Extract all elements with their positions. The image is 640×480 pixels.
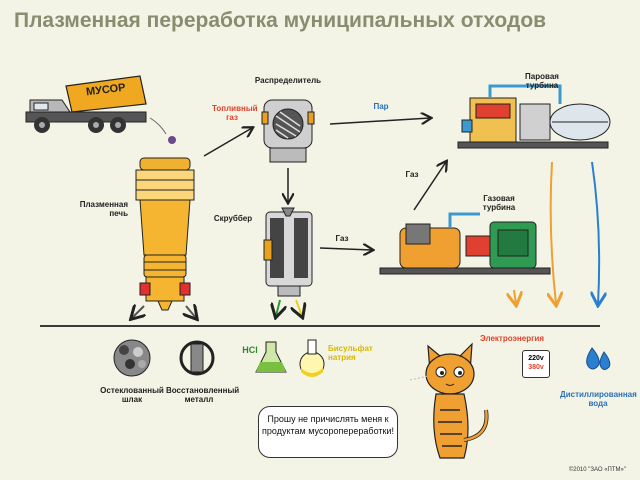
falling-garbage-icon <box>149 117 176 144</box>
gas-turbine-label: Газовая турбина <box>482 194 516 212</box>
distributor-label: Распределитель <box>254 76 322 85</box>
metal-label: Восстановленный металл <box>166 386 240 404</box>
slag-label: Остеклованный шлак <box>100 386 164 404</box>
scrubber-label: Скруббер <box>213 214 253 223</box>
distributor-icon <box>261 99 315 163</box>
divider-line <box>40 325 600 327</box>
metal-icon <box>179 340 215 376</box>
glass-slag-icon <box>113 339 151 377</box>
voltage-meter: 220v 380v <box>522 350 550 378</box>
water-drop-icon <box>586 347 611 370</box>
steam-label: Пар <box>373 102 389 111</box>
scrubber-icon <box>263 207 313 297</box>
electricity-label: Электроэнергия <box>479 334 544 343</box>
garbage-truck-icon <box>25 75 147 133</box>
cat-speech-bubble: Прошу не причислять меня к продуктам мус… <box>258 406 398 458</box>
meter-bottom-value: 380v <box>528 364 544 371</box>
copyright-text: ©2010 "ЗАО «ПТМ»" <box>568 467 626 473</box>
steam-turbine-icon <box>457 84 611 149</box>
cat-icon <box>409 342 489 459</box>
hcl-label: HCl <box>242 345 258 355</box>
meter-top-value: 220v <box>528 355 544 362</box>
sulfur-flask-icon <box>299 339 325 377</box>
gas-upper-label: Газ <box>405 170 419 179</box>
distilled-water-label: Дистиллированная вода <box>560 390 637 408</box>
flow-arrows <box>132 118 599 318</box>
fuel-gas-label: Топливный газ <box>212 104 258 122</box>
gas-lower-label: Газ <box>335 234 349 243</box>
plasma-furnace-icon <box>135 157 195 311</box>
sulfur-label: Бисульфат натрия <box>328 344 373 362</box>
steam-turbine-label: Паровая турбина <box>525 72 559 90</box>
page-title: Плазменная переработка муниципальных отх… <box>14 9 547 32</box>
hcl-flask-icon <box>255 341 287 373</box>
gas-turbine-icon <box>379 212 551 275</box>
plasma-furnace-label: Плазменная печь <box>79 200 128 218</box>
